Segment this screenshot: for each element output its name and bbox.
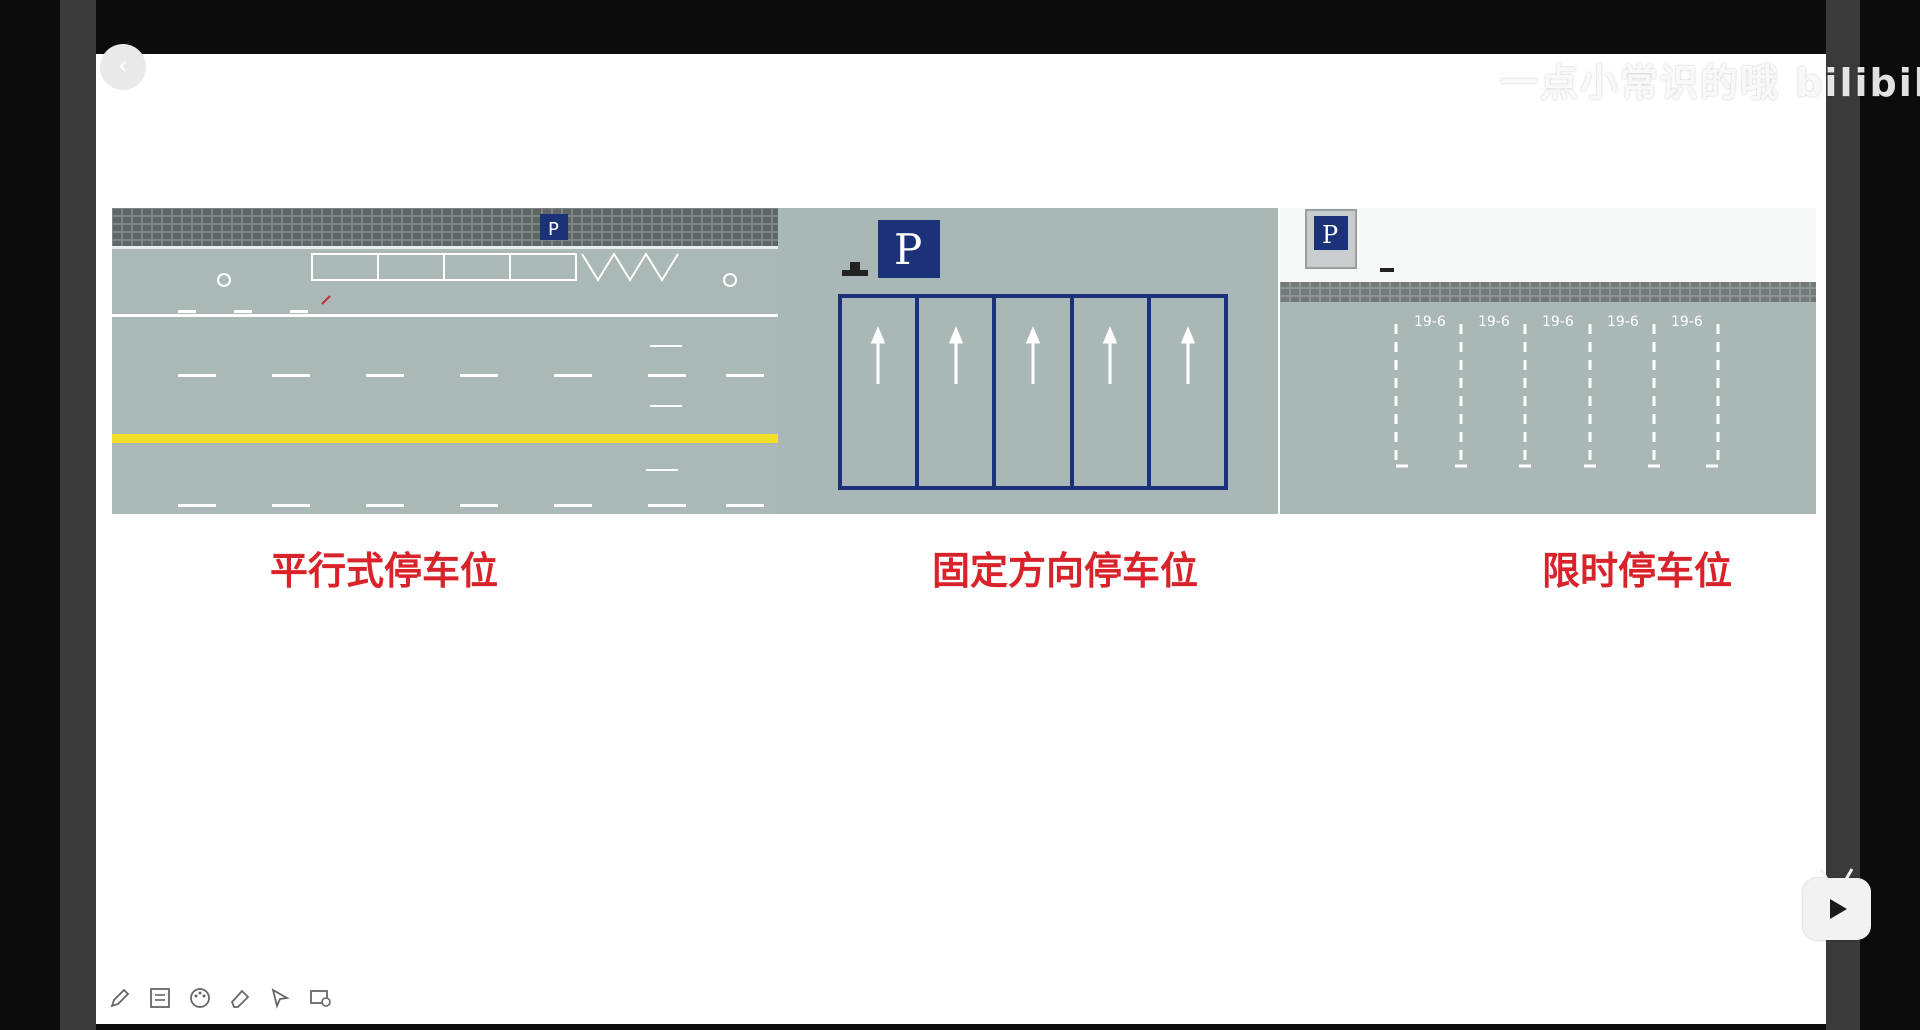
bilibili-watermark: 一点小常识的哦 bilibili <box>1500 61 1920 105</box>
parallel-parking-svg: P <box>112 208 778 514</box>
fixed-direction-parking-svg: P <box>778 208 1278 514</box>
label-fixed-direction-parking: 固定方向停车位 <box>932 549 1199 593</box>
label-parallel-parking: 平行式停车位 <box>270 549 499 593</box>
annotation-toolbar <box>106 984 334 1016</box>
screen-icon[interactable] <box>306 984 334 1012</box>
timed-sign-letter: P <box>1322 221 1338 249</box>
right-dark-bar <box>1826 0 1860 1030</box>
bilibili-play-button[interactable] <box>1803 868 1871 940</box>
timed-slot-label: 19-6 <box>1607 314 1639 330</box>
timed-parking-svg: P 19-6 19-6 19-6 19-6 19-6 <box>1280 208 1816 514</box>
fixed-direction-parking-illustration: P <box>778 208 1278 514</box>
palette-icon[interactable] <box>186 984 214 1012</box>
list-icon[interactable] <box>146 984 174 1012</box>
parallel-sign-letter: P <box>548 219 559 240</box>
eraser-icon[interactable] <box>226 984 254 1012</box>
label-timed-parking: 限时停车位 <box>1542 549 1733 593</box>
parallel-parking-illustration: P <box>112 208 778 514</box>
timed-slot-label: 19-6 <box>1414 314 1446 330</box>
play-icon <box>1830 899 1847 919</box>
chevron-left-icon: ‹ <box>117 51 129 81</box>
timed-parking-illustration: P 19-6 19-6 19-6 19-6 19-6 <box>1280 208 1816 514</box>
slide-canvas <box>96 54 1826 1024</box>
pointer-icon[interactable] <box>266 984 294 1012</box>
pencil-icon[interactable] <box>106 984 134 1012</box>
fixed-sign-letter: P <box>894 225 922 274</box>
back-button[interactable]: ‹ <box>100 44 146 90</box>
timed-slot-label: 19-6 <box>1671 314 1703 330</box>
timed-slot-label: 19-6 <box>1542 314 1574 330</box>
timed-slot-label: 19-6 <box>1478 314 1510 330</box>
left-dark-bar <box>60 0 96 1030</box>
